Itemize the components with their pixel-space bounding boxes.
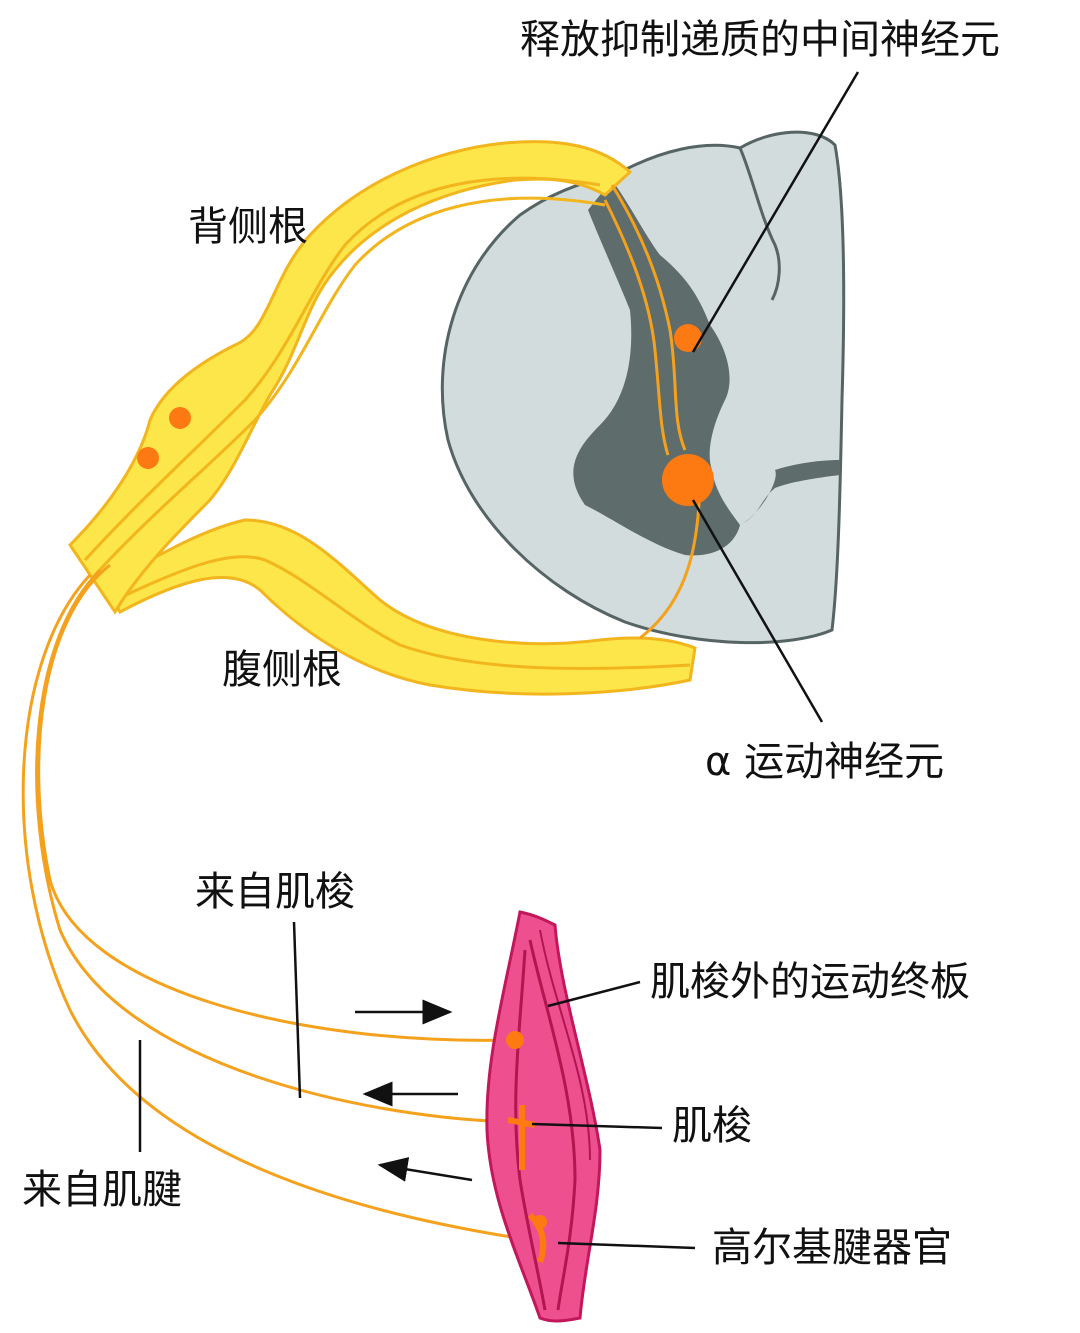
leader-spindle: [531, 1122, 663, 1130]
label-from-tendon: 来自肌腱: [22, 1167, 182, 1213]
leader-lines: [138, 71, 860, 1250]
ventral-root: [102, 469, 702, 696]
golgi-tendon-terminal: [533, 1215, 547, 1229]
dorsal-ganglion-neuron-2: [137, 447, 159, 469]
leader-golgi: [557, 1241, 696, 1250]
median-fissure: [738, 147, 781, 301]
leader-alpha-motor: [691, 499, 824, 723]
label-dorsal-root: 背侧根: [188, 204, 308, 250]
endplate-terminal: [506, 1031, 524, 1049]
leader-endplate: [547, 980, 641, 1008]
alpha-motor-neuron-cell: [662, 454, 714, 506]
label-alpha-motor-neuron: α 运动神经元: [705, 739, 945, 785]
label-interneuron: 释放抑制递质的中间神经元: [520, 17, 1000, 63]
spindle-ending: [507, 1105, 536, 1170]
label-golgi-tendon-organ: 高尔基腱器官: [712, 1225, 952, 1271]
label-muscle-spindle: 肌梭: [672, 1103, 752, 1149]
label-extrafusal-endplate: 肌梭外的运动终板: [650, 959, 970, 1005]
dorsal-root: [68, 140, 687, 615]
leader-interneuron: [691, 71, 860, 353]
peripheral-fibers: [21, 563, 531, 1242]
label-ventral-root: 腹侧根: [222, 647, 342, 693]
spinal-cord: [440, 130, 846, 645]
interneuron-cell: [674, 324, 702, 352]
arrow-afferent-tendon: [377, 1157, 473, 1182]
golgi-tendon-ending: [527, 1212, 547, 1264]
gray-matter: [573, 180, 840, 556]
label-from-spindle: 来自肌梭: [195, 869, 355, 915]
dorsal-ganglion-neuron-1: [169, 407, 191, 429]
leader-from-spindle: [292, 921, 302, 1099]
muscle: [485, 910, 602, 1323]
